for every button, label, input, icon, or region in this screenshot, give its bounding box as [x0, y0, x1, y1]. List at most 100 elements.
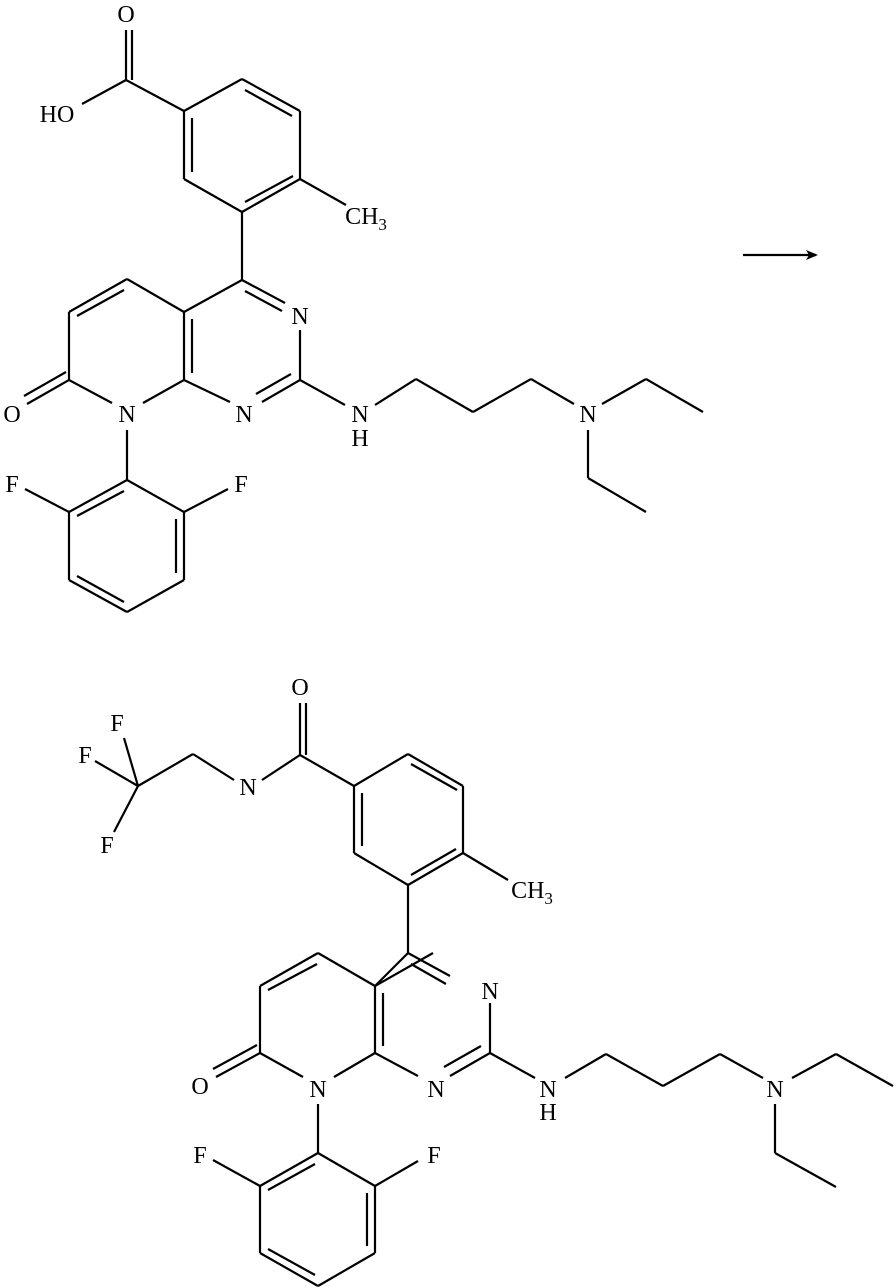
bond-line — [212, 1159, 261, 1187]
bond-line — [267, 1163, 316, 1191]
bond-line — [587, 477, 647, 513]
bond-line — [76, 575, 125, 603]
bond-line — [443, 1045, 482, 1068]
bond-line — [259, 1052, 304, 1078]
bond-line — [259, 1152, 319, 1187]
bond-line — [183, 279, 243, 313]
atom-label-nh-n: N — [539, 1077, 556, 1103]
atom-label-f-left: F — [193, 1143, 206, 1169]
bond-line — [241, 178, 301, 213]
bond-line — [564, 1053, 607, 1079]
bond-line — [267, 1248, 316, 1276]
bond-line — [299, 379, 346, 406]
bond-line — [81, 79, 127, 105]
bond-line — [24, 488, 70, 513]
bond-line — [353, 852, 409, 886]
atom-label-nh-n: N — [351, 402, 368, 428]
bond-line — [449, 1052, 491, 1077]
atom-label-nh-h: H — [539, 1100, 556, 1126]
bond-line — [261, 754, 301, 781]
bond-line — [601, 378, 647, 405]
atom-label-n3: N — [481, 979, 498, 1005]
bond-line — [835, 1053, 894, 1087]
atom-label-n-amine: N — [579, 402, 596, 428]
bond-line — [183, 379, 231, 403]
bond-line — [791, 1053, 837, 1079]
bond-line — [241, 78, 301, 112]
atom-label-o-lactam: O — [191, 1074, 208, 1100]
bond-line — [410, 763, 458, 791]
bond-line — [26, 379, 70, 405]
bond-line — [126, 278, 185, 313]
bond-line — [530, 378, 575, 405]
bond-line — [299, 754, 355, 787]
bond-line — [192, 753, 235, 781]
bond-line — [410, 848, 457, 876]
atom-label-ch3: CH3 — [511, 878, 553, 908]
bond-line — [68, 278, 128, 313]
atom-label-o-lactam: O — [3, 402, 20, 428]
bond-line — [317, 1152, 376, 1187]
bond-line — [605, 1053, 664, 1087]
reactant-bonds — [23, 30, 704, 613]
atom-label-f-right: F — [234, 472, 247, 498]
bond-line — [407, 852, 464, 886]
atom-label-n-amide: N — [239, 775, 256, 801]
bond-line — [142, 379, 185, 404]
bond-line — [374, 1052, 419, 1077]
bond-line — [259, 952, 319, 987]
bond-line — [76, 490, 125, 517]
bond-line — [259, 1252, 319, 1287]
bond-line — [317, 1252, 376, 1287]
atom-label-f2: F — [78, 743, 91, 769]
bond-line — [122, 737, 140, 787]
bond-line — [719, 1053, 764, 1079]
bond-line — [462, 852, 509, 881]
bond-line — [415, 378, 474, 413]
bond-line — [299, 178, 347, 206]
bond-line — [374, 1160, 419, 1187]
atom-label-n8: N — [118, 402, 135, 428]
atom-label-n1: N — [235, 402, 252, 428]
bond-line — [126, 579, 185, 613]
bond-line — [645, 378, 704, 413]
bond-line — [183, 178, 243, 213]
bond-line — [261, 379, 301, 403]
bond-line — [353, 753, 409, 787]
atom-label-nh-h: H — [351, 426, 368, 452]
bond-line — [374, 378, 417, 406]
bond-line — [113, 785, 139, 833]
atom-label-n-amine: N — [766, 1077, 783, 1103]
bond-line — [76, 289, 125, 317]
bond-line — [68, 479, 128, 513]
bond-line — [23, 371, 67, 397]
atom-label-f-left: F — [5, 472, 18, 498]
bond-line — [126, 479, 185, 513]
bond-line — [244, 290, 283, 312]
bond-line — [137, 753, 194, 787]
bond-line — [255, 373, 292, 395]
bond-line — [125, 79, 185, 112]
bond-line — [244, 175, 294, 203]
atom-label-f-right: F — [427, 1143, 440, 1169]
bond-line — [183, 78, 243, 112]
bond-line — [183, 488, 229, 513]
bond-line — [68, 379, 113, 404]
bond-line — [407, 952, 451, 977]
atom-label-ch3: CH3 — [345, 204, 387, 234]
bond-line — [244, 89, 293, 117]
bond-line — [489, 1052, 536, 1079]
bond-line — [241, 279, 286, 304]
bond-line — [374, 952, 434, 987]
bond-line — [317, 952, 376, 987]
bond-line — [94, 760, 139, 787]
bond-line — [267, 963, 318, 991]
bond-line — [374, 952, 409, 987]
bond-line — [662, 1053, 721, 1087]
atom-label-n8: N — [309, 1077, 326, 1103]
atom-label-f3: F — [100, 833, 113, 859]
